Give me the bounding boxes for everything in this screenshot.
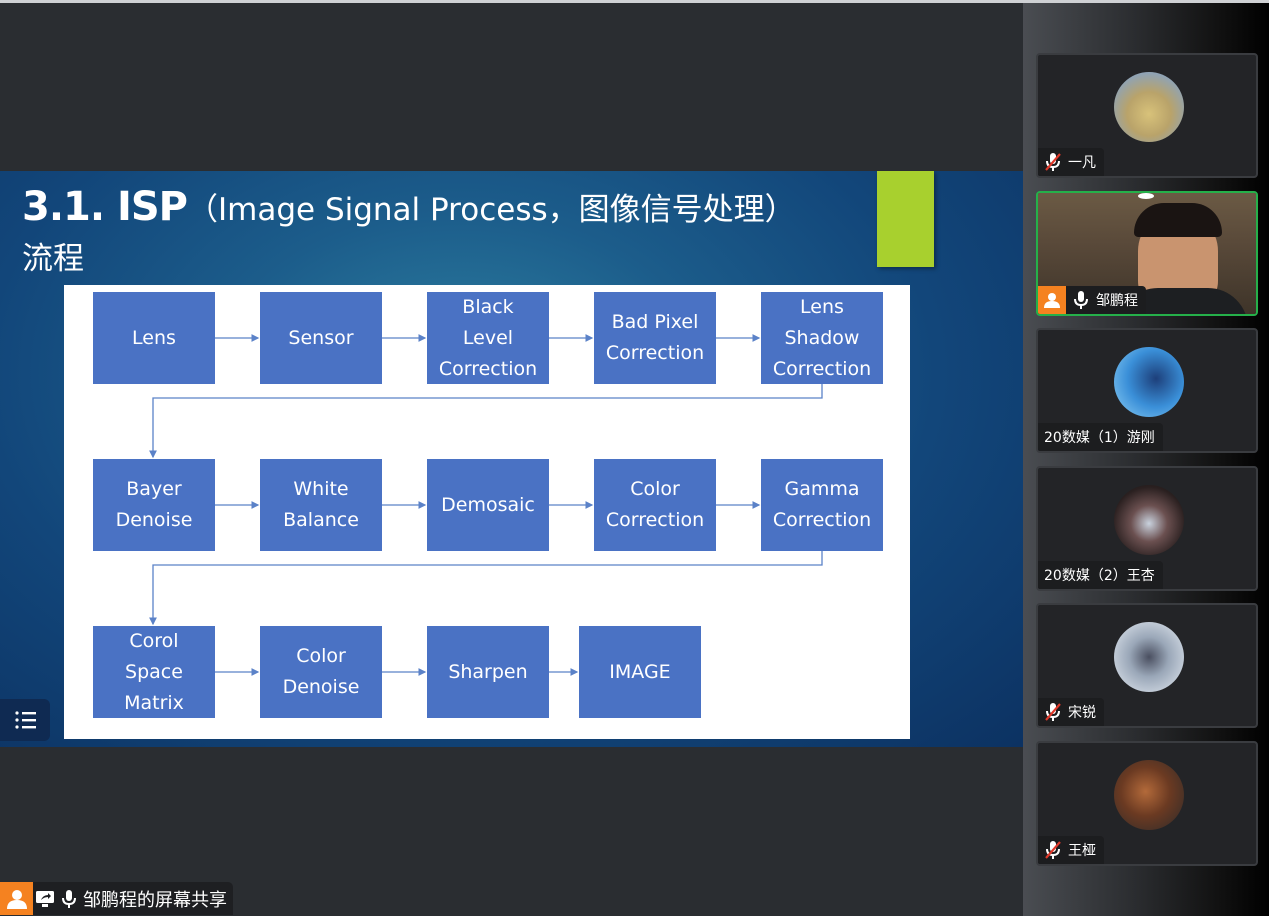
participant-name: 20数媒（1）游刚 [1044,430,1155,446]
list-icon [15,711,36,729]
participant-name-tag: 宋锐 [1038,698,1104,726]
process-box: Sharpen [427,626,549,718]
participant-video [1038,193,1256,314]
participant-avatar [1114,347,1184,417]
slide-list-button[interactable] [0,699,50,741]
process-box: Color Correction [594,459,716,551]
mic-muted-icon [1038,840,1068,860]
flow-arrows [149,334,823,676]
process-box: Sensor [260,292,382,384]
participant-avatar [1114,760,1184,830]
process-box: Color Denoise [260,626,382,718]
participant-name-tag: 20数媒（2）王杏 [1038,561,1163,589]
participant-name: 20数媒（2）王杏 [1044,568,1155,584]
mic-muted-icon [1038,152,1068,172]
mic-icon [1066,290,1096,310]
participant-tile[interactable]: 一凡 [1036,53,1258,178]
participant-name: 王桠 [1068,843,1096,859]
screen-share-icon [33,882,57,915]
participant-tile[interactable]: 20数媒（1）游刚 [1036,328,1258,453]
process-box: Bad Pixel Correction [594,292,716,384]
screen-share-label-text: 邹鹏程的屏幕共享 [83,889,227,911]
process-box: IMAGE [579,626,701,718]
participant-name-tag: 邹鹏程 [1038,286,1146,314]
shared-slide: 3.1. ISP（Image Signal Process，图像信号处理）流程 … [0,171,1023,747]
row-wrap-arrow [149,551,823,626]
participant-name-tag: 一凡 [1038,148,1104,176]
screen-share-label: 邹鹏程的屏幕共享 [0,882,233,915]
person-icon [0,882,33,915]
person-icon [1038,286,1066,314]
slide-title: 3.1. ISP（Image Signal Process，图像信号处理）流程 [22,185,822,286]
participant-name: 邹鹏程 [1096,293,1138,309]
participant-avatar [1114,72,1184,142]
mic-muted-icon [1038,702,1068,722]
participant-avatar [1114,622,1184,692]
participant-tile[interactable]: 王桠 [1036,741,1258,866]
participant-tile[interactable]: 宋锐 [1036,603,1258,728]
process-box: Bayer Denoise [93,459,215,551]
process-box: Demosaic [427,459,549,551]
process-box: White Balance [260,459,382,551]
participant-name-tag: 20数媒（1）游刚 [1038,423,1163,451]
row-wrap-arrow [149,384,823,459]
window-top-edge [0,0,1269,3]
participant-tile[interactable]: 邹鹏程 [1036,191,1258,316]
participant-name-tag: 王桠 [1038,836,1104,864]
process-box: Corol Space Matrix [93,626,215,718]
slide-title-number: 3.1. ISP [22,184,188,230]
slide-accent-bar [877,171,934,267]
participant-tile[interactable]: 20数媒（2）王杏 [1036,466,1258,591]
participant-sidebar: 一凡邹鹏程 20数媒（1）游刚 20数媒（2）王杏宋锐王桠 [1023,3,1269,916]
process-box: Gamma Correction [761,459,883,551]
isp-flow-diagram: Lens Sensor Black Level Correction Bad Pixe… [64,285,910,739]
process-box: Lens Shadow Correction [761,292,883,384]
slide-title-text: （Image Signal Process，图像信号处理）流程 [22,192,796,277]
participant-name: 一凡 [1068,155,1096,171]
participant-name: 宋锐 [1068,705,1096,721]
process-box: Black Level Correction [427,292,549,384]
participant-avatar [1114,485,1184,555]
process-box: Lens [93,292,215,384]
mic-icon [57,882,81,915]
